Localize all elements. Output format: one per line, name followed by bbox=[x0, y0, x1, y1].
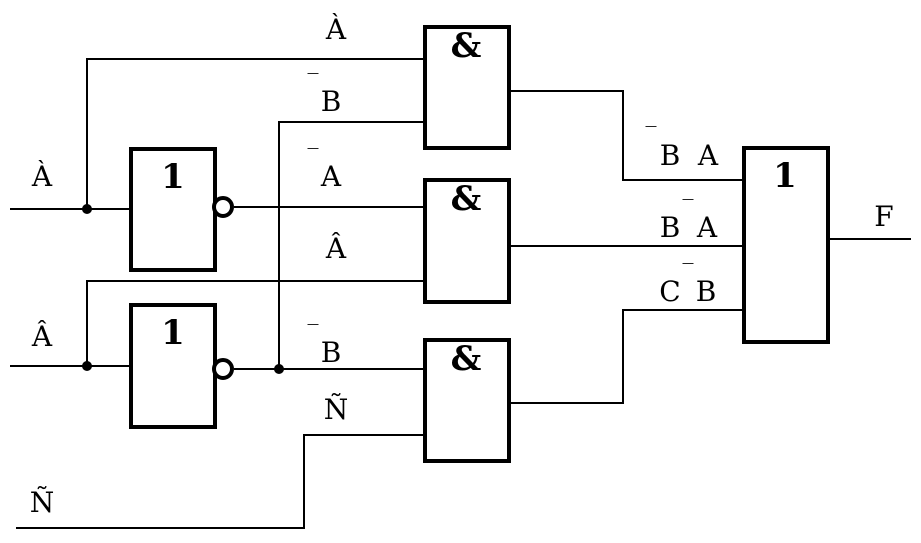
and1-input2-label: B bbox=[321, 85, 342, 118]
term1-a-label: A bbox=[697, 139, 719, 172]
output-label-f: F bbox=[874, 200, 893, 233]
and3-input1-label: B bbox=[321, 336, 342, 369]
not-gate-b bbox=[129, 303, 217, 429]
term2-a-label: A bbox=[696, 211, 718, 244]
wire-input-c bbox=[16, 434, 425, 529]
wire-notb-to-and1 bbox=[278, 121, 425, 369]
not-gate-b-symbol: 1 bbox=[161, 313, 185, 353]
input-label-c: Ñ bbox=[30, 486, 55, 519]
and2-input1-label: A bbox=[320, 160, 342, 193]
wire-b-to-and2 bbox=[86, 280, 425, 366]
term2-b-label: B bbox=[660, 211, 681, 244]
term3-c-label: C bbox=[659, 275, 680, 308]
and2-input2-label: Â bbox=[325, 232, 347, 265]
not-gate-a-symbol: 1 bbox=[161, 157, 185, 197]
and-gate-3-symbol: & bbox=[451, 339, 482, 379]
and3-input2-label: Ñ bbox=[324, 393, 349, 426]
or-gate-symbol: 1 bbox=[773, 156, 797, 196]
term1-bar: ‾ bbox=[646, 124, 657, 149]
input-label-b: Â bbox=[31, 320, 53, 353]
wire-and3-to-or bbox=[509, 309, 744, 404]
or-gate bbox=[742, 146, 830, 344]
and-gate-1 bbox=[423, 25, 511, 150]
and2-input1-bar: ‾ bbox=[308, 146, 319, 171]
and1-input2-bar: ‾ bbox=[308, 71, 319, 96]
inverter-bubble-b bbox=[212, 358, 234, 380]
junction-dot-a bbox=[82, 204, 92, 214]
wire-and1-to-or bbox=[509, 90, 744, 181]
and-gate-2-symbol: & bbox=[451, 179, 482, 219]
and3-input1-bar: ‾ bbox=[308, 322, 319, 347]
and-gate-2 bbox=[423, 178, 511, 304]
inverter-bubble-a bbox=[212, 196, 234, 218]
term2-bar: ‾ bbox=[683, 197, 694, 222]
junction-dot-b bbox=[82, 361, 92, 371]
and-gate-3 bbox=[423, 338, 511, 463]
input-label-a: À bbox=[31, 160, 53, 193]
term1-b-label: B bbox=[660, 139, 681, 172]
junction-dot-notb bbox=[274, 364, 284, 374]
wire-a-to-and1 bbox=[86, 58, 425, 209]
term3-bar: ‾ bbox=[683, 261, 694, 286]
and1-input1-label: À bbox=[325, 13, 347, 46]
and-gate-1-symbol: & bbox=[451, 26, 482, 66]
term3-b-label: B bbox=[696, 275, 717, 308]
